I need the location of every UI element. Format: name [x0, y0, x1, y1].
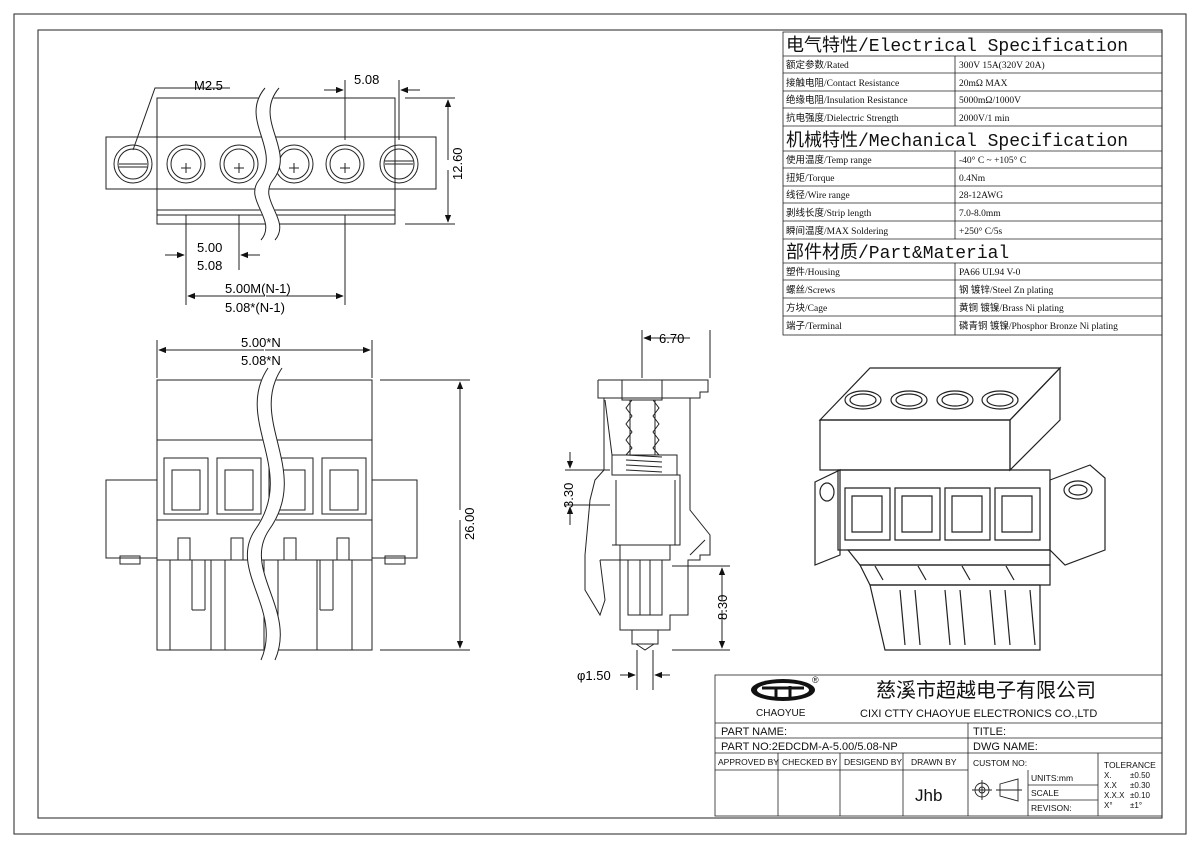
logo-reg-mark: ® — [812, 675, 819, 685]
dim-front-height: 26.00 — [462, 507, 477, 540]
tol-val-3: ±1° — [1130, 801, 1142, 810]
dim-side-pin: φ1.50 — [577, 668, 611, 683]
units-label: UNITS:mm — [1031, 773, 1073, 783]
spec-table — [782, 31, 1163, 336]
mechanical-header: 机械特性/Mechanical Specification — [786, 130, 1128, 152]
front-dimension-lines — [158, 346, 464, 649]
tol-val-2: ±0.10 — [1130, 791, 1151, 800]
spec-label-wire: 线径/Wire range — [786, 189, 850, 201]
spec-label-insulation: 绝缘电阻/Insulation Resistance — [786, 94, 908, 106]
company-name-cn: 慈溪市超越电子有限公司 — [876, 679, 1096, 702]
iso-cages — [844, 487, 1041, 541]
spec-label-screws: 螺丝/Screws — [786, 284, 835, 296]
dwg-name-label: DWG NAME: — [973, 741, 1038, 753]
tol-key-1: X.X — [1104, 781, 1118, 790]
spec-value-insulation: 5000mΩ/1000V — [959, 96, 1021, 106]
spec-value-dielectric: 2000V/1 min — [959, 114, 1010, 124]
isometric-view — [814, 366, 1106, 651]
spec-value-cage: 黄铜 镀镍/Brass Ni plating — [959, 302, 1064, 314]
dim-top-span-a: 5.00M(N-1) — [225, 281, 291, 296]
spec-label-housing: 塑件/Housing — [786, 266, 840, 278]
approved-by-label: APPROVED BY — [718, 757, 779, 767]
tol-key-0: X. — [1104, 771, 1112, 780]
designed-by-label: DESIGEND BY — [844, 757, 902, 767]
logo-text: CHAOYUE — [756, 708, 806, 719]
spec-label-soldering: 瞬间温度/MAX Soldering — [786, 225, 888, 237]
spec-value-screws: 钢 镀锌/Steel Zn plating — [959, 284, 1053, 296]
dim-side-a: 3.30 — [561, 483, 576, 508]
spec-value-temp: -40° C ~ +105° C — [959, 155, 1026, 166]
top-dimension-lines — [132, 86, 452, 300]
scale-label: SCALE — [1031, 788, 1059, 798]
spec-value-contact: 20mΩ MAX — [959, 79, 1008, 89]
side-dimension-lines — [566, 334, 726, 679]
side-view — [565, 330, 730, 690]
tol-val-1: ±0.30 — [1130, 781, 1151, 790]
dim-top-pitch: 5.08 — [354, 72, 379, 87]
front-view — [105, 340, 470, 663]
dim-top-pitch-a: 5.00 — [197, 240, 222, 255]
dim-side-b: 8.30 — [715, 595, 730, 620]
revision-label: REVISON: — [1031, 803, 1072, 813]
material-header: 部件材质/Part&Material — [786, 242, 1009, 264]
drawn-by-value: Jhb — [915, 786, 942, 805]
title-label: TITLE: — [973, 726, 1006, 738]
drawn-by-label: DRAWN BY — [911, 757, 957, 767]
electrical-header: 电气特性/Electrical Specification — [786, 35, 1128, 57]
top-break-line — [254, 83, 281, 245]
spec-value-strip: 7.0-8.0mm — [959, 209, 1001, 219]
front-release-tabs — [177, 537, 350, 611]
spec-label-terminal: 端子/Terminal — [786, 320, 842, 332]
dim-side-width: 6.70 — [659, 331, 684, 346]
title-block-text: 慈溪市超越电子有限公司 CIXI CTTY CHAOYUE ELECTRONIC… — [718, 679, 1156, 813]
front-break-line — [247, 364, 285, 663]
tol-key-3: X° — [1104, 801, 1113, 810]
spec-label-temp: 使用温度/Temp range — [786, 154, 872, 166]
company-name-en: CIXI CTTY CHAOYUE ELECTRONICS CO.,LTD — [860, 708, 1097, 720]
front-wire-cages — [163, 457, 367, 515]
spec-text: 电气特性/Electrical Specification 额定参数/Rated… — [786, 35, 1128, 332]
outer-border — [13, 13, 1187, 835]
title-block — [714, 674, 1163, 817]
tolerance-label: TOLERANCE — [1104, 760, 1156, 770]
dim-front-width-b: 5.08*N — [241, 353, 281, 368]
dim-top-pitch-b: 5.08 — [197, 258, 222, 273]
spec-value-terminal: 磷青铜 镀镍/Phosphor Bronze Ni plating — [959, 320, 1118, 332]
spec-label-torque: 扭矩/Torque — [786, 172, 834, 184]
dim-top-height: 12.60 — [450, 147, 465, 180]
tol-val-0: ±0.50 — [1130, 771, 1151, 780]
part-no: PART NO:2EDCDM-A-5.00/5.08-NP — [721, 741, 898, 753]
spec-value-rated: 300V 15A(320V 20A) — [959, 60, 1045, 71]
company-logo: ® CHAOYUE — [751, 675, 819, 719]
spec-value-wire: 28-12AWG — [959, 191, 1003, 201]
spec-value-housing: PA66 UL94 V-0 — [959, 268, 1021, 278]
spec-label-dielectric: 抗电强度/Dielectric Strength — [786, 112, 899, 124]
spec-label-contact: 接触电阻/Contact Resistance — [786, 77, 899, 89]
tol-key-2: X.X.X — [1104, 791, 1125, 800]
spec-value-soldering: +250° C/5s — [959, 226, 1003, 237]
top-view — [105, 80, 455, 305]
checked-by-label: CHECKED BY — [782, 757, 838, 767]
spec-label-strip: 剥线长度/Strip length — [786, 207, 871, 219]
dim-screw: M2.5 — [194, 78, 223, 93]
dim-front-width-a: 5.00*N — [241, 335, 281, 350]
dim-top-span-b: 5.08*(N-1) — [225, 300, 285, 315]
custom-no-label: CUSTOM NO: — [973, 758, 1027, 768]
part-name-label: PART NAME: — [721, 726, 787, 738]
spec-label-cage: 方块/Cage — [786, 302, 827, 314]
spec-value-torque: 0.4Nm — [959, 174, 986, 184]
spec-label-rated: 额定参数/Rated — [786, 59, 849, 71]
projection-symbol-icon — [972, 778, 1022, 802]
inner-border — [37, 29, 1163, 819]
